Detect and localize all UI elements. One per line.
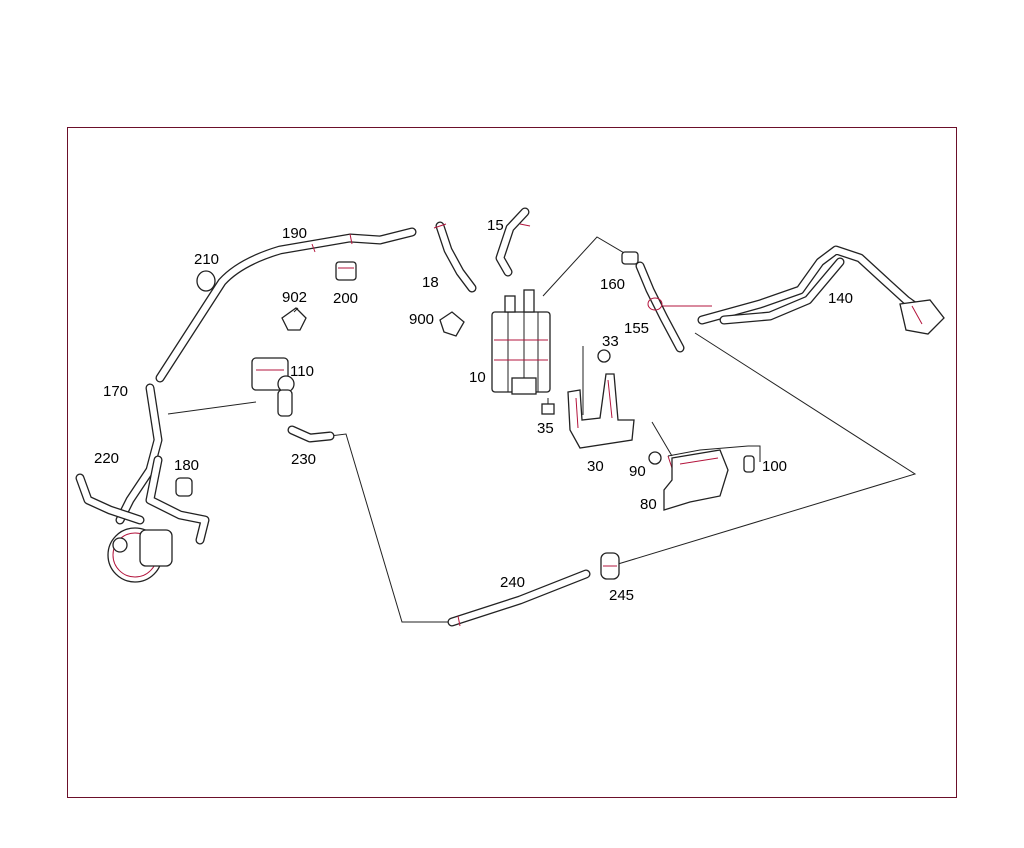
label-160: 160 <box>600 276 625 293</box>
label-245: 245 <box>609 587 634 604</box>
hose-18 <box>433 221 477 293</box>
pad-902 <box>281 307 307 331</box>
bracket-80 <box>651 421 729 511</box>
hose-140 <box>697 245 945 335</box>
clip-160 <box>621 251 639 265</box>
label-220: 220 <box>94 450 119 467</box>
label-30: 30 <box>587 458 604 475</box>
nut-90 <box>648 451 662 465</box>
elbow-230 <box>287 425 335 443</box>
heater-10 <box>491 289 551 395</box>
label-200: 200 <box>333 290 358 307</box>
hose-240 <box>447 569 591 627</box>
label-15: 15 <box>487 217 504 234</box>
label-10: 10 <box>469 369 486 386</box>
label-230: 230 <box>291 451 316 468</box>
label-140: 140 <box>828 290 853 307</box>
label-80: 80 <box>640 496 657 513</box>
cap-245 <box>600 552 620 580</box>
hose-170 <box>115 383 210 545</box>
label-190: 190 <box>282 225 307 242</box>
label-155: 155 <box>624 320 649 337</box>
grommet-210 <box>196 270 216 292</box>
label-170: 170 <box>103 383 128 400</box>
hose-220 <box>75 473 145 525</box>
hose-15 <box>495 207 531 277</box>
screw-33 <box>597 349 611 363</box>
label-902: 902 <box>282 289 307 306</box>
bracket-30 <box>567 373 635 449</box>
screw-35 <box>541 398 555 415</box>
label-90: 90 <box>629 463 646 480</box>
label-33: 33 <box>602 333 619 350</box>
valve-110 <box>251 357 295 417</box>
part-labels: 10 15 18 30 33 35 80 90 100 110 140 155 … <box>94 217 853 604</box>
label-240: 240 <box>500 574 525 591</box>
clip-200 <box>335 261 357 281</box>
clamp-180 <box>175 477 193 497</box>
label-100: 100 <box>762 458 787 475</box>
label-900: 900 <box>409 311 434 328</box>
label-110: 110 <box>290 363 314 380</box>
leader-lines <box>167 236 917 623</box>
label-18: 18 <box>422 274 439 291</box>
diagram-frame <box>67 127 957 798</box>
sensor-100 <box>743 455 755 473</box>
pad-900 <box>439 311 465 337</box>
water-pump <box>107 527 173 583</box>
label-210: 210 <box>194 251 219 268</box>
hose-155 <box>635 261 685 353</box>
label-180: 180 <box>174 457 199 474</box>
hose-190 <box>155 227 417 383</box>
label-35: 35 <box>537 420 554 437</box>
